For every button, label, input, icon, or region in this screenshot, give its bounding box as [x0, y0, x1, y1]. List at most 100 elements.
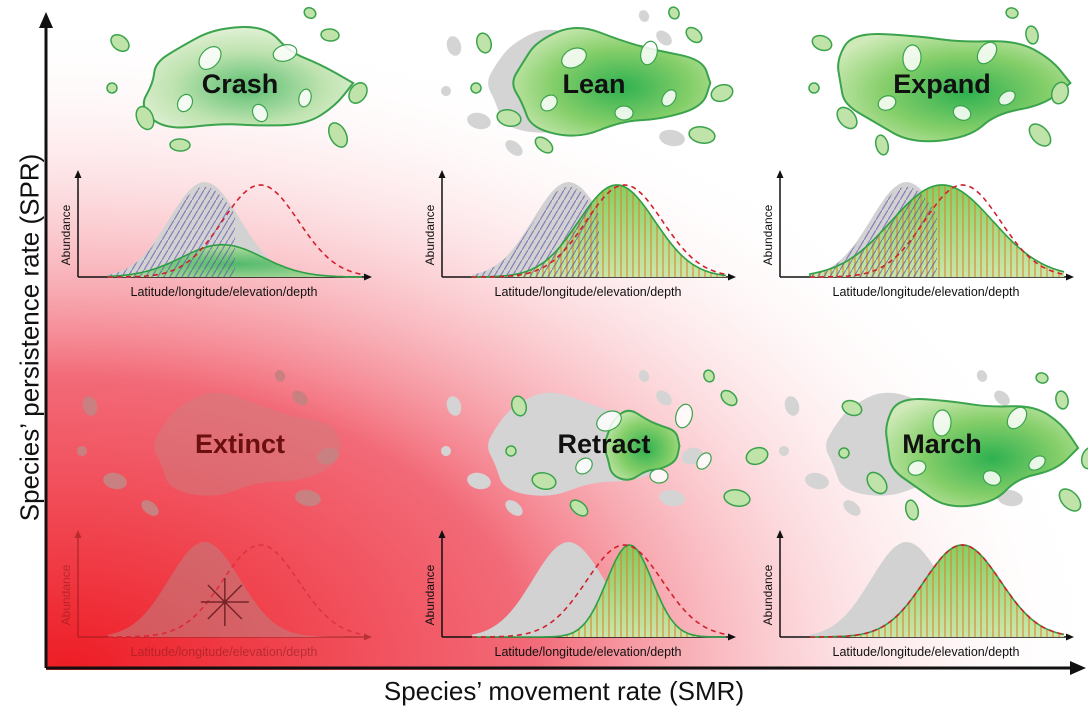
range-gap-shape: [675, 403, 693, 429]
historic-distribution: [108, 542, 362, 637]
march-abundance-panel: AbundanceLatitude/longitude/elevation/de…: [761, 530, 1074, 659]
panel-y-arrow: [438, 530, 446, 538]
island-shape: [659, 129, 685, 147]
panel-x-arrow: [1066, 633, 1074, 641]
range-gap-shape: [902, 44, 922, 72]
island-shape: [1035, 372, 1049, 384]
island-shape: [303, 6, 317, 20]
island-shape: [510, 395, 528, 417]
range-gap-shape: [1006, 406, 1028, 430]
island-shape: [1025, 25, 1039, 45]
island-shape: [169, 138, 191, 152]
range-gap-shape: [176, 93, 194, 113]
panel-x-arrow: [364, 273, 372, 281]
island-shape: [441, 446, 451, 456]
expand-label: Expand: [893, 69, 991, 99]
island-shape: [659, 489, 685, 507]
island-shape: [317, 447, 339, 465]
panel-y-arrow: [776, 170, 784, 178]
island-shape: [531, 472, 557, 490]
panel-x-arrow: [728, 633, 736, 641]
scenario-expand: ExpandAbundanceLatitude/longitude/elevat…: [761, 7, 1074, 299]
current-outline: [471, 184, 727, 278]
crash-label: Crash: [202, 69, 279, 99]
island-shape: [475, 32, 493, 54]
range-gap-shape: [251, 103, 269, 123]
panel-x-label: Latitude/longitude/elevation/depth: [833, 285, 1020, 299]
historic-range-shape: [154, 392, 342, 496]
island-shape: [446, 396, 462, 416]
panel-y-label: Abundance: [59, 564, 73, 625]
island-shape: [569, 499, 589, 517]
retract-range-map: Retract: [441, 369, 769, 517]
extinct-label: Extinct: [195, 429, 285, 459]
march-label: March: [902, 429, 982, 459]
range-gap-shape: [877, 95, 897, 111]
expand-abundance-panel: AbundanceLatitude/longitude/elevation/de…: [761, 170, 1074, 299]
island-shape: [446, 36, 462, 56]
island-shape: [710, 83, 734, 103]
island-shape: [1055, 390, 1069, 410]
panel-x-label: Latitude/longitude/elevation/depth: [833, 645, 1020, 659]
island-shape: [838, 447, 850, 459]
range-gap-shape: [1028, 455, 1046, 471]
historic-distribution: [472, 542, 726, 637]
island-shape: [841, 399, 863, 417]
island-shape: [1028, 123, 1052, 147]
panel-x-arrow: [728, 273, 736, 281]
range-gap-shape: [998, 90, 1016, 106]
crash-abundance-panel: AbundanceLatitude/longitude/elevation/de…: [59, 170, 372, 299]
panel-y-label: Abundance: [423, 204, 437, 265]
island-shape: [467, 472, 491, 490]
x-axis-title: Species’ movement rate (SMR): [383, 676, 745, 706]
island-shape: [723, 489, 751, 507]
panel-x-label: Latitude/longitude/elevation/depth: [131, 285, 318, 299]
scenario-march: MarchAbundanceLatitude/longitude/elevati…: [761, 370, 1088, 659]
island-shape: [348, 82, 368, 104]
island-shape: [994, 390, 1010, 406]
island-shape: [745, 446, 769, 466]
island-shape: [470, 82, 482, 94]
retract-label: Retract: [557, 429, 650, 459]
gain-hatching: [472, 544, 726, 637]
island-shape: [874, 134, 890, 156]
island-shape: [843, 500, 861, 516]
range-gap-shape: [696, 452, 712, 470]
island-shape: [668, 6, 680, 20]
island-shape: [496, 109, 522, 127]
island-shape: [441, 86, 451, 96]
range-gap-shape: [198, 46, 222, 70]
island-shape: [141, 500, 159, 516]
range-gap-shape: [561, 47, 587, 69]
range-gap-shape: [614, 105, 634, 121]
island-shape: [320, 28, 340, 42]
future-niche-curve: [810, 184, 1065, 278]
island-shape: [110, 34, 130, 52]
island-shape: [103, 472, 127, 490]
island-shape: [1080, 446, 1088, 470]
island-shape: [505, 140, 523, 156]
panel-x-label: Latitude/longitude/elevation/depth: [495, 645, 682, 659]
island-shape: [720, 389, 738, 407]
panel-x-arrow: [1066, 273, 1074, 281]
panel-y-arrow: [776, 530, 784, 538]
island-shape: [784, 396, 800, 416]
retained-hatching: [810, 186, 937, 277]
island-shape: [274, 370, 286, 382]
island-shape: [106, 82, 118, 94]
island-shape: [638, 10, 650, 22]
island-shape: [82, 396, 98, 416]
range-gap-shape: [907, 460, 927, 476]
range-gap-shape: [575, 457, 593, 475]
island-shape: [703, 369, 715, 383]
retract-abundance-panel: AbundanceLatitude/longitude/elevation/de…: [423, 530, 736, 659]
island-shape: [805, 472, 829, 490]
scenario-crash: CrashAbundanceLatitude/longitude/elevati…: [59, 6, 372, 299]
panel-y-label: Abundance: [761, 564, 775, 625]
island-shape: [808, 82, 820, 94]
island-shape: [656, 390, 672, 406]
panel-y-arrow: [74, 530, 82, 538]
panel-x-label: Latitude/longitude/elevation/depth: [131, 645, 318, 659]
current-outline: [472, 544, 726, 638]
